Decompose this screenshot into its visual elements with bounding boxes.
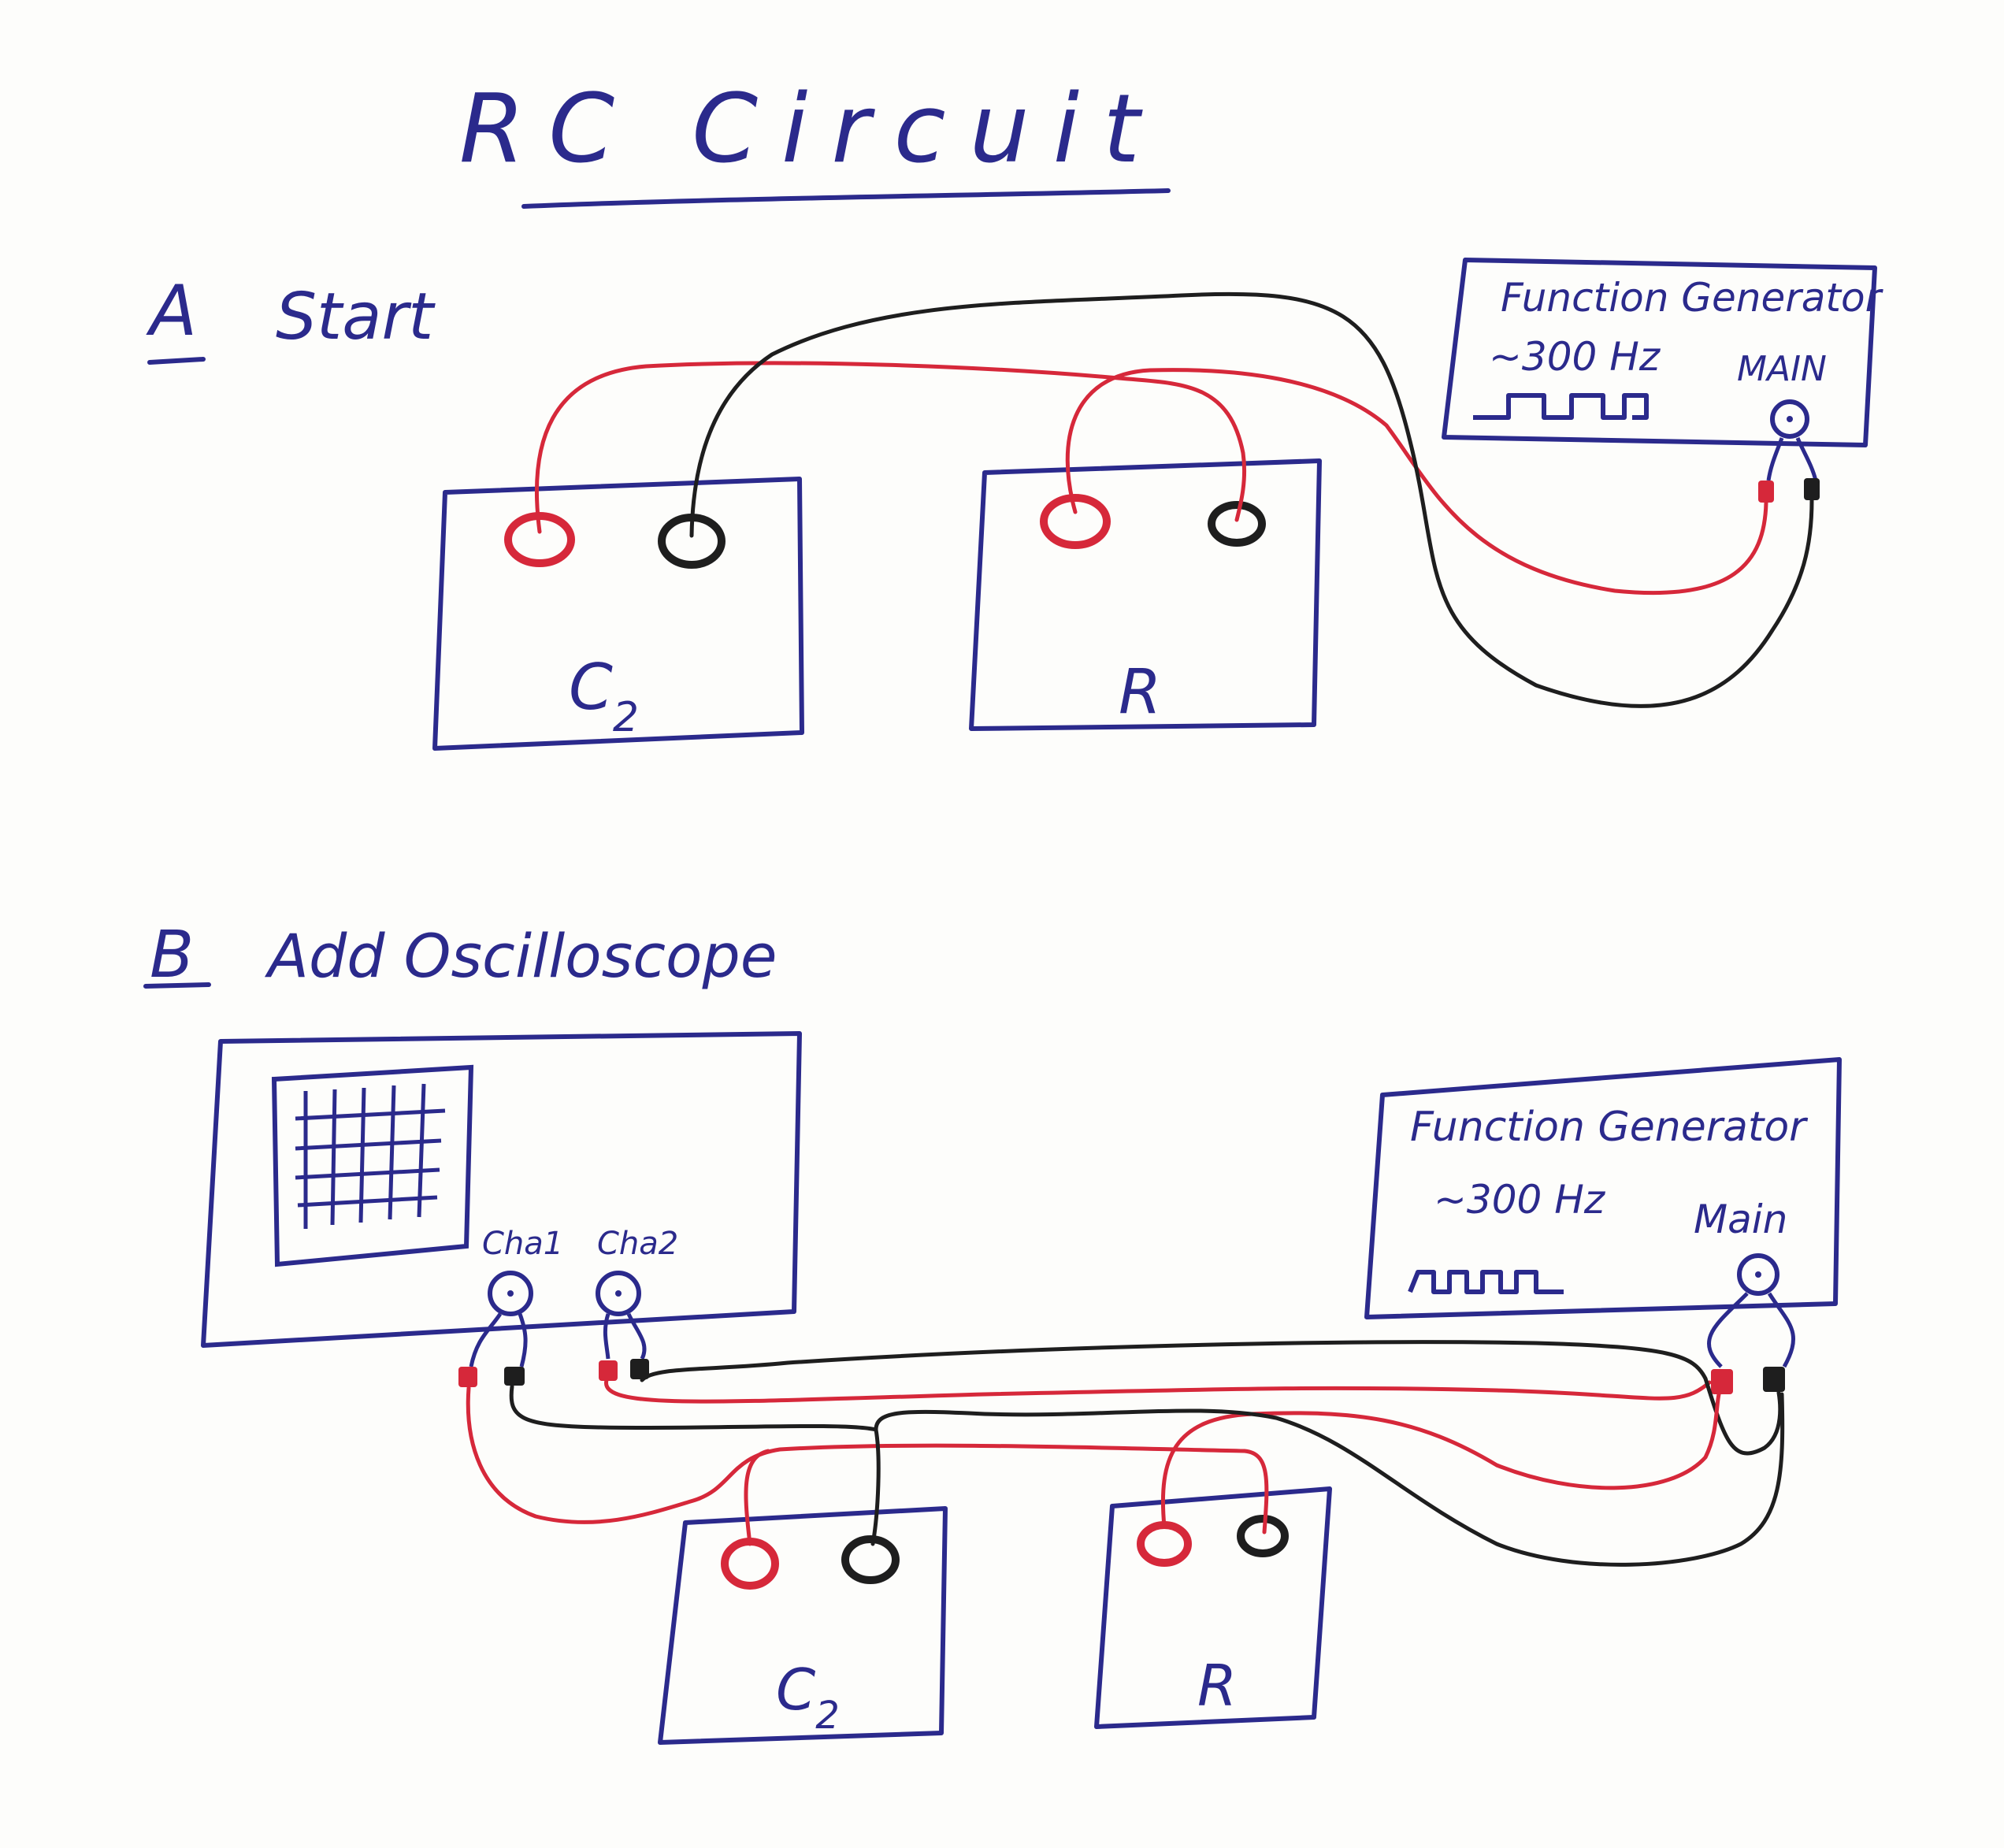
oscilloscope-ch1-label: Cha1 [482, 1226, 563, 1262]
main-output-connector-icon [1737, 1253, 1779, 1296]
main-output-pin-icon [1787, 416, 1793, 422]
section-b-capacitor: C2 [658, 1506, 948, 1745]
function-generator-box [1442, 258, 1877, 447]
resistor-red-terminal [1137, 1521, 1192, 1567]
square-wave-icon [1408, 1270, 1564, 1294]
capacitor-letter: C [569, 651, 613, 724]
function-generator-output-label: Main [1694, 1197, 1787, 1242]
red-wire-res-to-gen [1065, 368, 1768, 596]
function-generator-title: Function Generator [1501, 275, 1884, 321]
red-wire-res-to-gen [1160, 1392, 1721, 1529]
capacitor-black-terminal [841, 1535, 900, 1584]
ch2-pin-icon [615, 1290, 622, 1297]
section-b-function-generator: Function Generator ~300 Hz Main [1364, 1057, 1842, 1394]
function-generator-output-label: MAIN [1737, 349, 1827, 389]
ch2-cable-icon [603, 1312, 647, 1360]
black-wire-cap-to-gen [689, 291, 1814, 708]
red-wire-ch1-to-cap [466, 1386, 1269, 1534]
red-wire-ch2-to-gen [604, 1378, 1712, 1404]
title-group: RC Circuit [459, 75, 1171, 209]
capacitor-label: C2 [776, 1657, 840, 1738]
function-generator-frequency: ~300 Hz [1489, 334, 1661, 380]
section-b-resistor: R [1094, 1486, 1332, 1729]
section-b-label: Add Oscilloscope [264, 921, 777, 991]
grid-screen-icon [271, 1064, 474, 1267]
capacitor-subscript: 2 [613, 694, 639, 741]
resistor-black-terminal [1237, 1515, 1289, 1557]
section-a-label: Start [276, 280, 436, 354]
oscilloscope-box [201, 1031, 802, 1348]
capacitor-label: C2 [569, 651, 639, 741]
resistor-box [969, 458, 1322, 731]
ch1-connector-icon [488, 1271, 533, 1316]
red-clip-icon [1758, 481, 1774, 503]
black-wire-cap-to-gen [874, 1392, 1785, 1567]
black-clip-icon [1763, 1367, 1785, 1392]
function-generator-title: Function Generator [1410, 1104, 1809, 1151]
red-wire-cap-to-res [534, 361, 1247, 534]
section-b-wires [466, 1340, 1785, 1567]
resistor-black-terminal [1208, 501, 1266, 547]
page-title: RC Circuit [459, 75, 1163, 184]
main-output-pin-icon [1755, 1271, 1761, 1278]
section-a-wires [534, 291, 1814, 708]
capacitor-letter: C [776, 1657, 816, 1723]
red-clip-icon [1711, 1369, 1733, 1394]
resistor-label: R [1119, 657, 1161, 728]
section-b-letter: B [150, 918, 194, 993]
title-underline [521, 188, 1171, 209]
resistor-label: R [1197, 1653, 1237, 1719]
ch2-red-clip-icon [599, 1360, 618, 1381]
output-cable-icon [1707, 1292, 1795, 1368]
red-wire-cap-to-bus [744, 1449, 770, 1546]
section-a-letter: A [146, 270, 197, 351]
function-generator-box [1364, 1057, 1842, 1319]
output-cable-icon [1766, 437, 1818, 481]
black-clip-icon [1804, 478, 1820, 500]
ch1-black-clip-icon [504, 1367, 525, 1386]
ch1-red-clip-icon [458, 1367, 477, 1387]
resistor-box [1094, 1486, 1332, 1729]
oscilloscope-ch2-label: Cha2 [597, 1226, 678, 1262]
resistor-red-terminal [1040, 494, 1111, 549]
section-a-heading: A Start [146, 270, 436, 365]
section-a-letter-underline [147, 357, 206, 365]
main-output-connector-icon [1770, 399, 1809, 439]
black-wire-ch1-to-cap [509, 1384, 881, 1546]
ch2-connector-icon [596, 1271, 641, 1316]
section-a-resistor: R [969, 458, 1322, 731]
section-a-function-generator: Function Generator ~300 Hz MAIN [1442, 258, 1884, 503]
ch2-black-clip-icon [630, 1359, 649, 1379]
ch1-cable-icon [469, 1312, 528, 1367]
section-a-capacitor: C2 [432, 477, 804, 751]
section-b-heading: B Add Oscilloscope [143, 918, 777, 993]
square-wave-icon [1473, 393, 1649, 420]
capacitor-box [658, 1506, 948, 1745]
function-generator-frequency: ~300 Hz [1434, 1177, 1606, 1223]
ch1-pin-icon [507, 1290, 514, 1297]
capacitor-subscript: 2 [815, 1694, 840, 1738]
section-b-oscilloscope: Cha1 Cha2 [201, 1031, 802, 1387]
section-b-letter-underline [143, 982, 211, 989]
capacitor-box [432, 477, 804, 751]
capacitor-red-terminal [721, 1538, 779, 1590]
black-wire-ch2-to-gen [640, 1340, 1783, 1456]
